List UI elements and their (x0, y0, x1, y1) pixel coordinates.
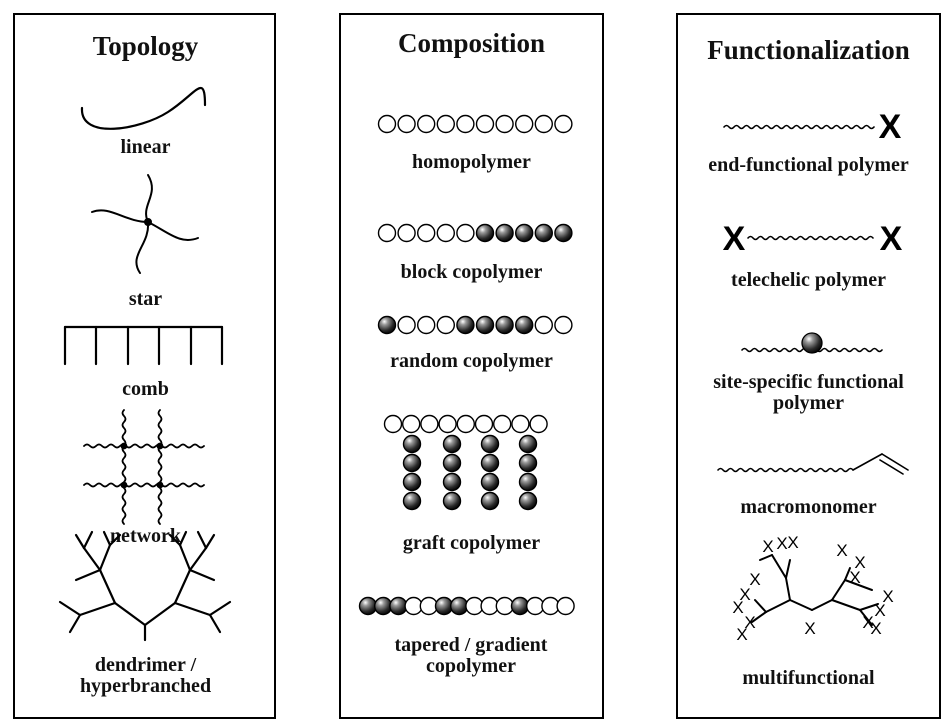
comb-label: comb (122, 378, 169, 400)
dendrimer-label: dendrimer / hyperbranched (79, 654, 212, 697)
end-functional-label: end-functional polymer (708, 154, 909, 176)
graft-copolymer-label: graft copolymer (402, 532, 541, 554)
telechelic-label: telechelic polymer (731, 269, 886, 291)
site-specific-label: site-specific functional polymer (713, 371, 904, 414)
block-copolymer-label: block copolymer (400, 261, 543, 283)
homopolymer-label: homopolymer (412, 151, 531, 173)
functionalization-heading: Functionalization (707, 35, 910, 65)
multifunctional-label: multifunctional (742, 667, 875, 689)
composition-heading: Composition (397, 28, 546, 58)
macromonomer-label: macromonomer (740, 496, 877, 518)
topology-panel (13, 13, 276, 719)
tapered-copolymer-label: tapered / gradient copolymer (394, 634, 548, 677)
linear-label: linear (120, 136, 171, 158)
functionalization-panel (676, 13, 941, 719)
random-copolymer-label: random copolymer (390, 350, 553, 372)
star-label: star (128, 288, 163, 310)
network-label: network (109, 525, 182, 547)
topology-heading: Topology (92, 31, 199, 61)
